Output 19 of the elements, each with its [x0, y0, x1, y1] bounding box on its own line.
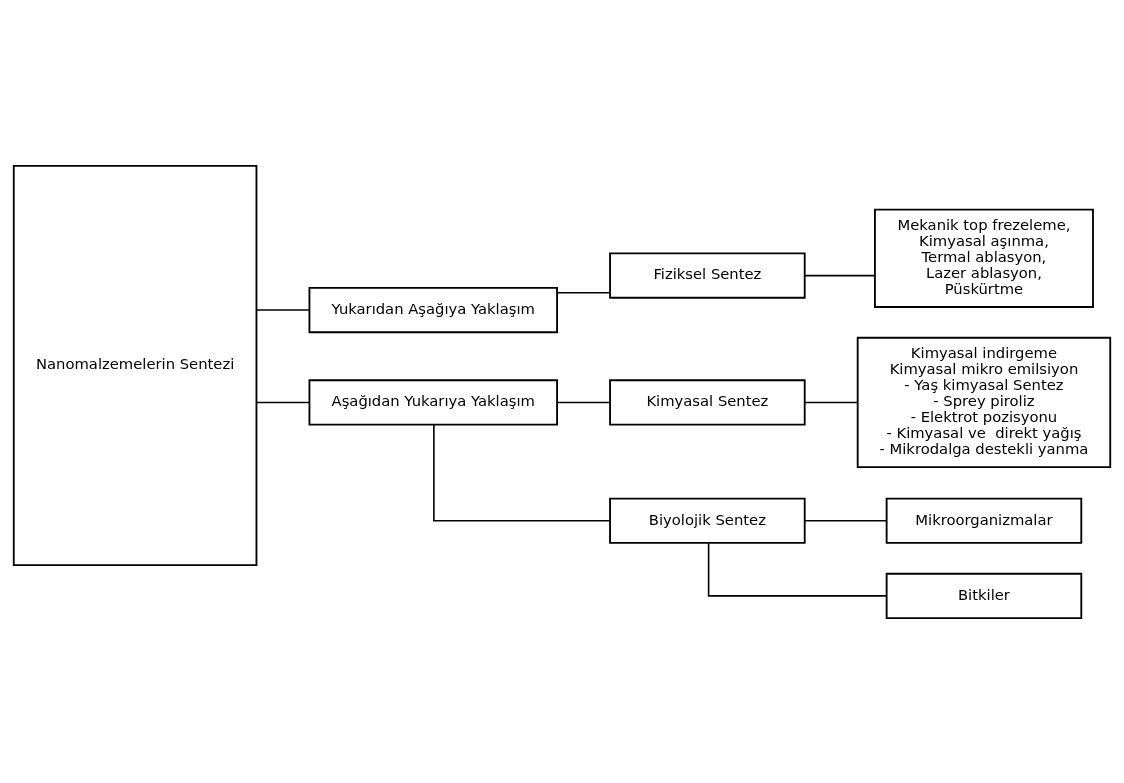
connector	[256, 401, 310, 403]
connector	[556, 401, 611, 403]
node-box: Mekanik top frezeleme, Kimyasal aşınma, Termal ablasyon, Lazer ablasyon, Püskürtme	[874, 208, 1094, 308]
node-box: Aşağıdan Yukarıya Yaklaşım	[308, 378, 558, 426]
connector	[256, 308, 310, 311]
node-box: Yukarıdan Aşağıya Yaklaşım	[308, 286, 558, 333]
node-box: Mikroorganizmalar	[885, 497, 1083, 544]
connector	[804, 519, 888, 522]
node-box: Kimyasal indirgeme Kimyasal mikro emilsiyon - Yaş kimyasal Sentez - Sprey piroliz - Elektrot pozisyonu - Kimyasal ve direkt yağış - Mikrodalga destekli yanma	[856, 336, 1112, 468]
connector	[556, 291, 611, 294]
connector	[707, 542, 888, 597]
node-box: Fiziksel Sentez	[609, 251, 806, 299]
node-box: Biyolojik Sentez	[609, 497, 806, 544]
node-box: Nanomalzemelerin Sentezi	[12, 164, 258, 566]
connector	[804, 401, 859, 403]
connector	[804, 274, 876, 276]
connector	[433, 423, 611, 522]
node-box: Bitkiler	[885, 572, 1083, 619]
node-box: Kimyasal Sentez	[609, 378, 806, 426]
